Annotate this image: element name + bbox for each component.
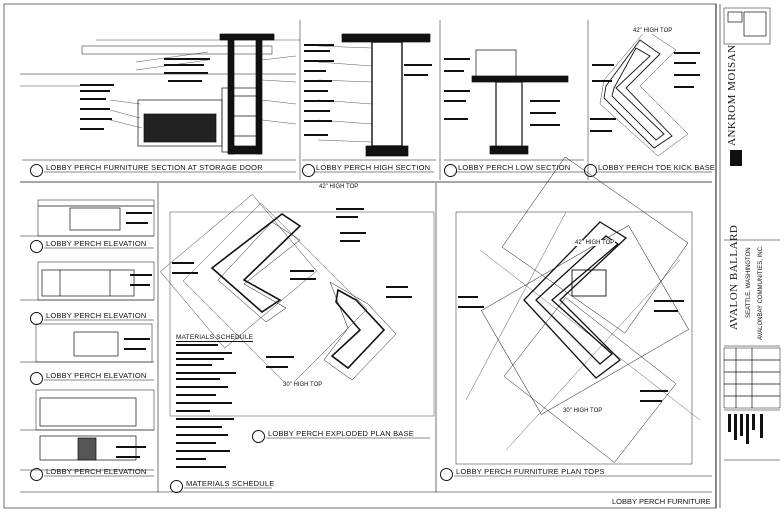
view-title-section-storage: LOBBY PERCH FURNITURE SECTION AT STORAGE… (46, 163, 263, 172)
low-top-tag: 30" HIGH TOP (562, 408, 604, 414)
low-top-tag: 30" HIGH TOP (282, 382, 324, 388)
detail-number (30, 312, 43, 325)
detail-number (30, 468, 43, 481)
view-title-materials-schedule: MATERIALS SCHEDULE (186, 479, 275, 488)
detail-number (252, 430, 265, 443)
high-top-tag: 42" HIGH TOP (318, 184, 360, 190)
view-title-elevation-1: LOBBY PERCH ELEVATION (46, 239, 147, 248)
detail-number (170, 480, 183, 493)
materials-schedule-heading: MATERIALS SCHEDULE (176, 334, 254, 342)
view-title-elevation-4: LOBBY PERCH ELEVATION (46, 467, 147, 476)
detail-number (440, 468, 453, 481)
view-title-high-section: LOBBY PERCH HIGH SECTION (316, 163, 431, 172)
view-title-low-section: LOBBY PERCH LOW SECTION (458, 163, 571, 172)
detail-number (584, 164, 597, 177)
detail-number (444, 164, 457, 177)
view-title-plan-tops: LOBBY PERCH FURNITURE PLAN TOPS (456, 467, 605, 476)
view-title-elevation-3: LOBBY PERCH ELEVATION (46, 371, 147, 380)
high-top-tag: 42" HIGH TOP (574, 240, 616, 246)
project-name: AVALON BALLARD (728, 224, 740, 330)
sheet-title: LOBBY PERCH FURNITURE (612, 497, 711, 506)
view-title-exploded-plan: LOBBY PERCH EXPLODED PLAN BASE (268, 429, 414, 438)
detail-number (302, 164, 315, 177)
detail-number (30, 164, 43, 177)
view-title-toe-kick-base: LOBBY PERCH TOE KICK BASE (598, 163, 716, 172)
detail-number (30, 372, 43, 385)
client-name: AVALONBAY COMMUNITIES, INC. (758, 245, 764, 340)
detail-number (30, 240, 43, 253)
project-address: SEATTLE, WASHINGTON (746, 247, 752, 318)
high-top-tag: 42" HIGH TOP (632, 28, 674, 34)
firm-name: ANKROM MOISAN (726, 44, 738, 146)
view-title-elevation-2: LOBBY PERCH ELEVATION (46, 311, 147, 320)
